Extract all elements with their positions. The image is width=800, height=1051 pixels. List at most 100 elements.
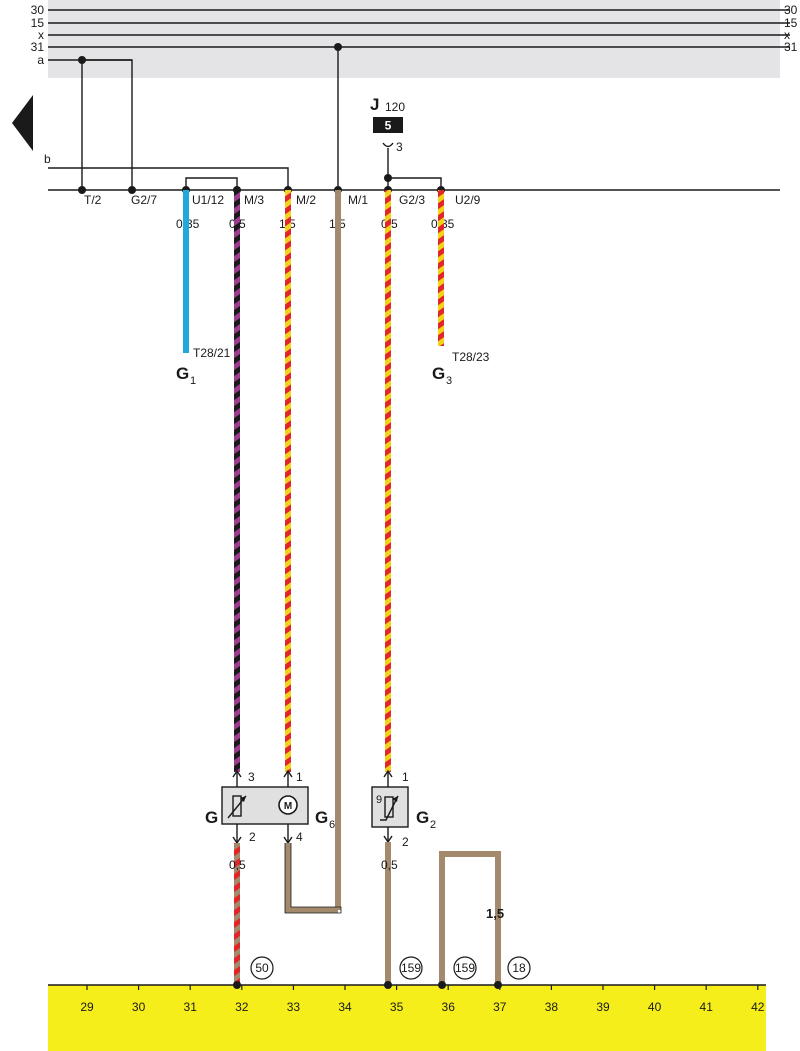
- connector-label-T2: T/2: [84, 193, 102, 207]
- ground-scale-label: 30: [132, 1000, 146, 1014]
- wire-red-brown-ground: [234, 843, 240, 985]
- ground-junction-32: [233, 981, 241, 989]
- wire-brown-g2-ground: [385, 842, 391, 985]
- ground-point-badge-50: [250, 956, 274, 980]
- ground-junction-36: [438, 981, 446, 989]
- bridge-U1-12-M3: [185, 177, 238, 190]
- pin-G6-bottom: 4: [296, 830, 303, 844]
- relay-name: J: [370, 95, 379, 114]
- ground-point-badge-159b: [453, 956, 477, 980]
- wire-size-bottom-bridge: 1,5: [486, 906, 504, 921]
- ground-scale-label: 32: [235, 1000, 249, 1014]
- relay-terminal-icon: [382, 142, 394, 148]
- potentiometer-icon: [232, 795, 242, 817]
- ground-point-50: 50: [255, 961, 269, 975]
- wire-brown-motor-loop: [285, 843, 338, 913]
- ground-scale-label: 36: [442, 1000, 456, 1014]
- ground-point-badge-159a: [399, 956, 423, 980]
- rail-label-left-30: 30: [31, 3, 45, 17]
- rail-label-right-30: 30: [784, 3, 798, 17]
- ground-scale-label: 42: [751, 1000, 765, 1014]
- ground-scale-label: 41: [700, 1000, 714, 1014]
- connector-dot-G2-7: [128, 186, 136, 194]
- component-box-G2: [371, 786, 409, 828]
- component-letter-G1: G: [176, 364, 189, 383]
- ground-junction-37: [494, 981, 502, 989]
- ground-point-18: 18: [512, 961, 526, 975]
- ground-scale-label: 34: [338, 1000, 352, 1014]
- ground-scale-label: 35: [390, 1000, 404, 1014]
- thermistor-arrow-head: [392, 796, 398, 802]
- rail-label-left-15: 15: [31, 16, 45, 30]
- wire-relay-to-U2-9: [388, 177, 442, 190]
- component-sub-G3: 3: [446, 375, 452, 387]
- connector-label-G2-3: G2/3: [399, 193, 425, 207]
- rail-label-right-15: 15: [784, 16, 798, 30]
- component-sub-G1: 1: [190, 375, 196, 387]
- ground-scale-label: 38: [545, 1000, 559, 1014]
- wire-a-to-G2-7: [82, 59, 133, 190]
- connector-label-U2-9: U2/9: [455, 193, 481, 207]
- component-letter-G3: G: [432, 364, 445, 383]
- wire-size-bottom-g: 0,5: [229, 858, 246, 872]
- relay-badge: [373, 117, 403, 133]
- ground-scale-label: 31: [184, 1000, 198, 1014]
- wire-violet-black: [234, 190, 240, 772]
- connector-label-M1: M/1: [348, 193, 368, 207]
- motor-icon-letter: M: [284, 801, 292, 812]
- connector-label-M2: M/2: [296, 193, 316, 207]
- connector-label-U1-12: U1/12: [192, 193, 224, 207]
- wire-yellow-red: [438, 190, 444, 346]
- ground-band: [48, 985, 766, 1051]
- connector-label-G2-7: G2/7: [131, 193, 157, 207]
- junction-relay: [384, 174, 392, 182]
- branch-label-b: b: [44, 152, 51, 166]
- component-sub-G6: 6: [329, 819, 335, 831]
- power-rail-band: [48, 0, 780, 78]
- junction-a: [78, 56, 86, 64]
- ground-scale-label: 29: [80, 1000, 94, 1014]
- pin-label-T28-23: T28/23: [452, 350, 490, 364]
- rail-label-right-31: 31: [784, 40, 798, 54]
- continuation-arrow-icon: [12, 95, 33, 151]
- component-sub-G2: 2: [430, 819, 436, 831]
- ground-scale-label: 40: [648, 1000, 662, 1014]
- ground-point-159a: 159: [401, 961, 421, 975]
- ground-point-badge-18: [507, 956, 531, 980]
- wire-blue: [183, 190, 189, 353]
- thermistor-curve-icon: [380, 795, 399, 821]
- connector-dot-T2: [78, 186, 86, 194]
- component-letter-G6: G: [315, 808, 328, 827]
- component-G2-inner-label: 9: [376, 794, 382, 806]
- junction-31: [334, 43, 342, 51]
- component-letter-G2: G: [416, 808, 429, 827]
- pin-G2-bottom: 2: [402, 835, 409, 849]
- wire-red-yellow-g2: [385, 190, 391, 772]
- wire-size-bottom-g2: 0,5: [381, 858, 398, 872]
- wire-b: [48, 167, 289, 190]
- pin-G6-top: 1: [296, 770, 303, 784]
- rail-label-left-31: 31: [31, 40, 45, 54]
- motor-icon: [278, 795, 298, 815]
- rail-label-right-x: x: [784, 28, 790, 42]
- relay-pin: 3: [396, 140, 403, 154]
- pin-G2-top: 1: [402, 770, 409, 784]
- ground-point-159b: 159: [455, 961, 475, 975]
- wire-brown-ground-bridge: [439, 851, 501, 985]
- pin-label-T28-21: T28/21: [193, 346, 231, 360]
- ground-scale-label: 33: [287, 1000, 301, 1014]
- rail-label-left-x: x: [38, 28, 44, 42]
- ground-scale-label: 37: [493, 1000, 507, 1014]
- relay-badge-number: 5: [385, 119, 392, 133]
- wire-brown-ground-loop: [335, 190, 341, 910]
- ground-junction-35: [384, 981, 392, 989]
- relay-subscript: 120: [385, 100, 405, 114]
- potentiometer-arrow-head: [240, 796, 246, 802]
- rail-label-left-a: a: [37, 53, 44, 67]
- component-letter-G: G: [205, 808, 218, 827]
- pin-G-bottom: 2: [249, 830, 256, 844]
- wire-brown-motor-loop-outline: [284, 843, 342, 914]
- wire-red-yellow: [285, 190, 291, 772]
